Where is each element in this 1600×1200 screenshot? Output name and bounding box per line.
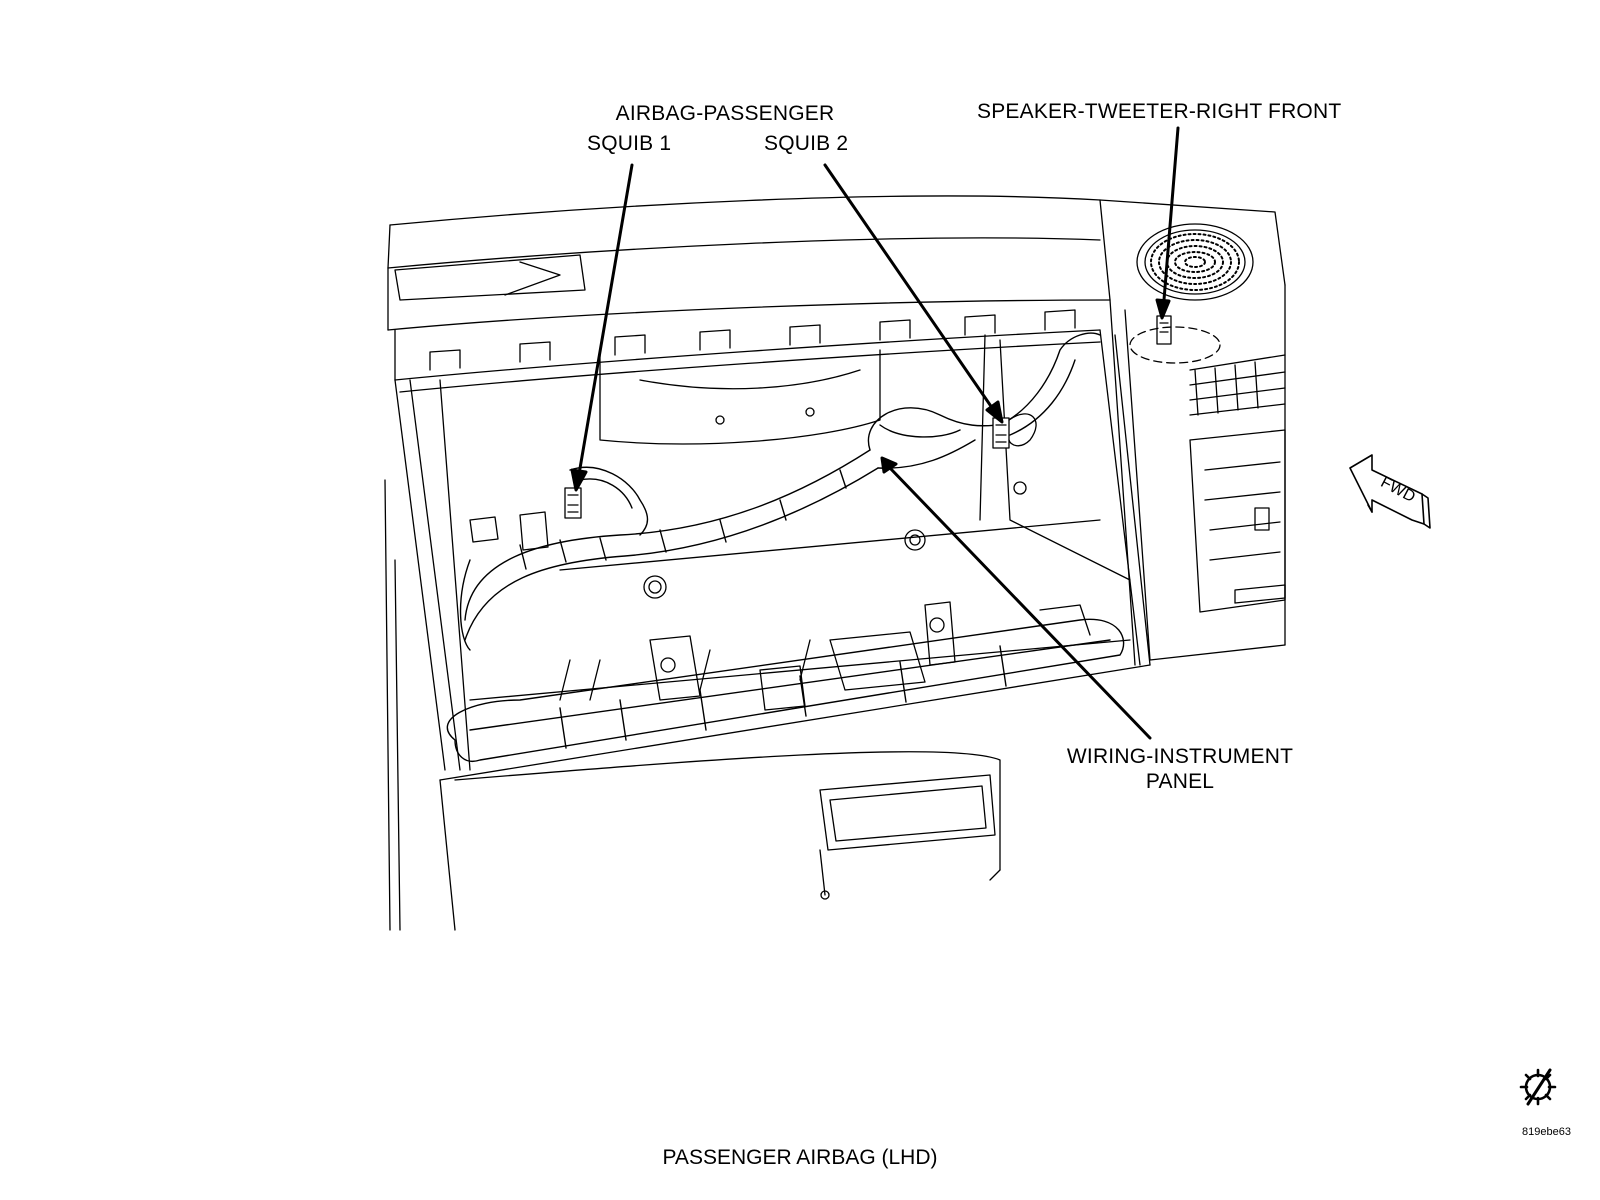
wiring-arrowhead [880,456,898,474]
gear-slash-icon [1519,1068,1557,1106]
wiring-instrument-label: WIRING-INSTRUMENT [1066,745,1294,768]
glovebox-opening [394,309,1151,781]
squib-2-arrowhead [985,400,1004,424]
tweeter-connector [1129,315,1221,364]
airbag-passenger-label: AIRBAG-PASSENGER [615,102,835,125]
wiring-leader [888,466,1152,740]
wiring-harness [446,332,1125,762]
tweeter-arrowhead [1155,298,1171,320]
squib-2-leader [823,163,999,417]
squib-2-label: SQUIB 2 [764,132,849,155]
leader-lines [570,126,1180,740]
reference-code: 819ebe63 [1522,1126,1571,1138]
tweeter-leader [1161,126,1180,314]
fwd-arrow-icon: FWD [1349,454,1431,529]
dashboard-outline [387,195,1286,666]
knee-panel [384,479,1001,931]
diagram-caption: PASSENGER AIRBAG (LHD) [662,1146,938,1169]
speaker-tweeter-label: SPEAKER-TWEETER-RIGHT FRONT [977,100,1342,123]
wiring-panel-label: PANEL [1145,770,1215,793]
squib-1-arrowhead [570,468,588,492]
squib-1-label: SQUIB 1 [587,132,672,155]
squib-1-leader [576,163,634,482]
squib-1-connector [564,487,582,519]
speaker-grille [1136,223,1254,301]
